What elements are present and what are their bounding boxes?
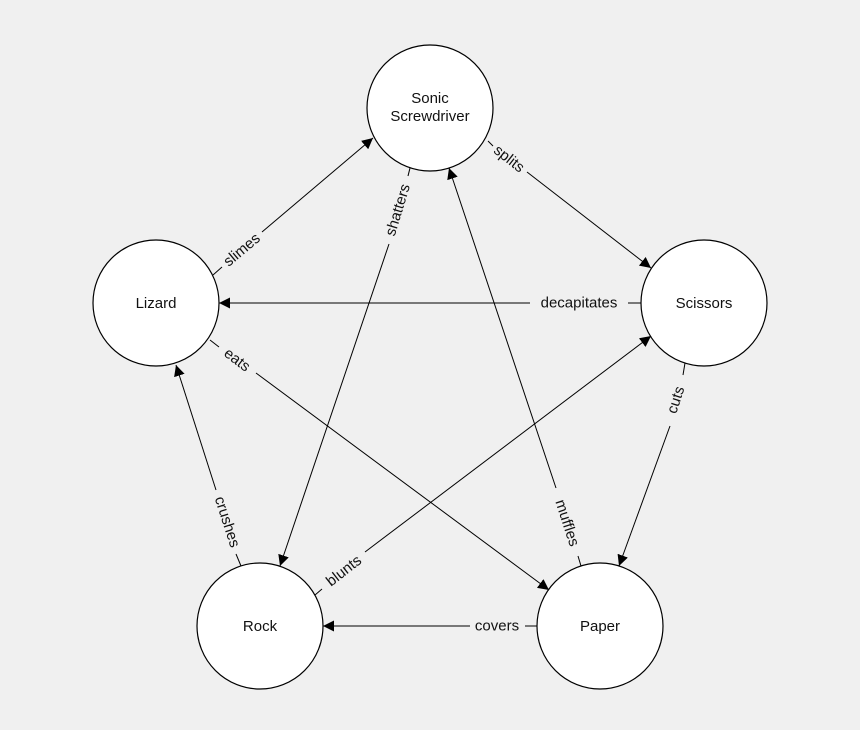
- edge-label-covers: covers: [475, 618, 519, 635]
- node-sonic-screwdriver[interactable]: Sonic Screwdriver: [366, 44, 494, 172]
- edge-label-blunts: blunts: [323, 552, 365, 590]
- node-label: Rock: [243, 618, 278, 635]
- node-scissors[interactable]: Scissors: [640, 239, 768, 367]
- edge-blunts: blunts: [314, 335, 652, 596]
- edge-label-cuts: cuts: [664, 384, 689, 415]
- edge-splits: splits: [487, 140, 652, 269]
- edge-decapitates: decapitates: [219, 295, 641, 312]
- edge-covers: covers: [323, 618, 537, 635]
- edge-shatters: shatters: [278, 167, 414, 567]
- node-label-line: Screwdriver: [390, 108, 469, 125]
- node-lizard[interactable]: Lizard: [92, 239, 220, 367]
- node-rock[interactable]: Rock: [196, 562, 324, 690]
- edge-muffles: muffles: [447, 167, 583, 567]
- edge-label-shatters: shatters: [382, 182, 414, 238]
- edge-cuts: cuts: [617, 362, 689, 567]
- edge-label-eats: eats: [221, 345, 254, 376]
- node-label-line: Sonic: [411, 90, 449, 107]
- node-label: Lizard: [136, 295, 177, 312]
- edge-label-muffles: muffles: [551, 498, 582, 549]
- edge-label-crushes: crushes: [211, 494, 243, 549]
- edge-crushes: crushes: [174, 364, 243, 567]
- edge-slimes: slimes: [212, 137, 374, 276]
- node-label: Paper: [580, 618, 620, 635]
- node-paper[interactable]: Paper: [536, 562, 664, 690]
- node-label: Scissors: [676, 295, 733, 312]
- edge-label-splits: splits: [490, 142, 527, 176]
- edge-eats: eats: [209, 339, 550, 591]
- edge-label-decapitates: decapitates: [541, 295, 618, 312]
- edge-label-slimes: slimes: [220, 230, 263, 270]
